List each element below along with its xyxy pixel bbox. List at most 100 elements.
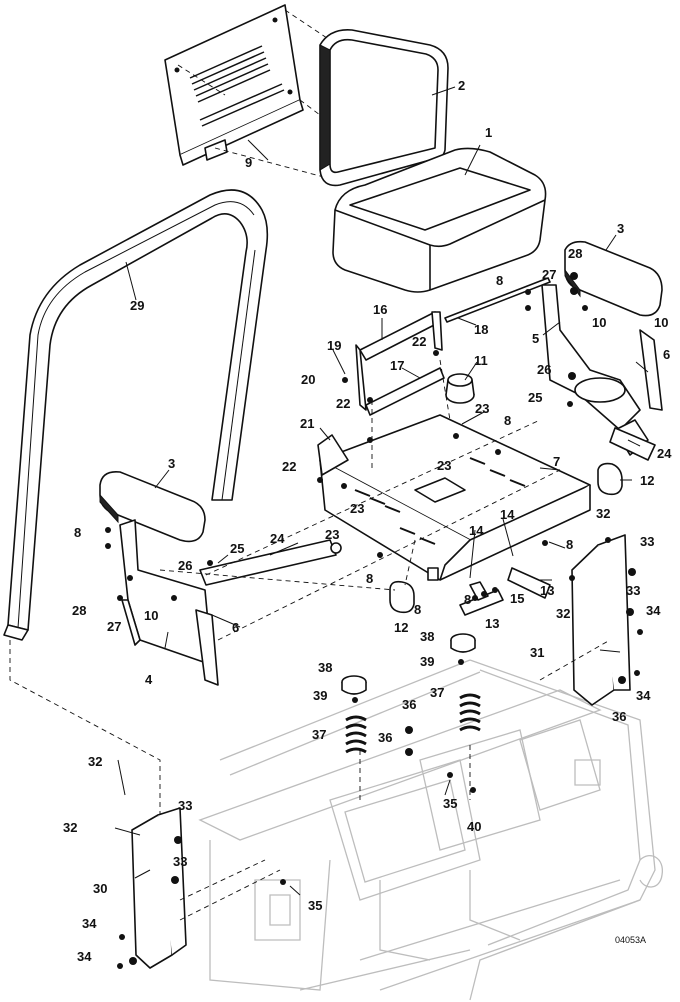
armrest-left <box>99 470 206 543</box>
rubber-mounts <box>389 462 623 614</box>
callout-23: 23 <box>350 501 364 516</box>
callout-8: 8 <box>566 537 573 552</box>
callout-37: 37 <box>430 685 444 700</box>
callout-32: 32 <box>556 606 570 621</box>
callout-25: 25 <box>230 541 244 556</box>
callout-26: 26 <box>537 362 551 377</box>
drawing-number: 04053A <box>615 935 646 945</box>
callout-14: 14 <box>500 507 515 522</box>
callout-33: 33 <box>173 854 187 869</box>
hinge-bracket-left <box>131 807 187 969</box>
suspension-springs <box>341 633 481 754</box>
left-arm-bracket <box>119 519 219 686</box>
gas-spring-right <box>609 427 656 461</box>
callout-6: 6 <box>663 347 670 362</box>
callout-35: 35 <box>443 796 457 811</box>
seat-cushion <box>332 147 547 293</box>
callout-20: 20 <box>301 372 315 387</box>
callout-16: 16 <box>373 302 387 317</box>
callout-8: 8 <box>366 571 373 586</box>
callout-25: 25 <box>528 390 542 405</box>
callout-36: 36 <box>402 697 416 712</box>
callout-3: 3 <box>617 221 624 236</box>
callout-23: 23 <box>475 401 489 416</box>
callout-13: 13 <box>485 616 499 631</box>
callout-24: 24 <box>657 446 672 461</box>
callout-24: 24 <box>270 531 285 546</box>
callout-34: 34 <box>646 603 661 618</box>
callout-15: 15 <box>510 591 524 606</box>
callout-31: 31 <box>530 645 544 660</box>
callout-10: 10 <box>592 315 606 330</box>
rear-panel <box>164 4 304 166</box>
callout-8: 8 <box>464 592 471 607</box>
callout-9: 9 <box>245 155 252 170</box>
callout-22: 22 <box>336 396 350 411</box>
callout-11: 11 <box>474 353 488 368</box>
callout-10: 10 <box>654 315 668 330</box>
callout-34: 34 <box>82 916 97 931</box>
hardware-fasteners <box>105 272 643 969</box>
callout-37: 37 <box>312 727 326 742</box>
callout-27: 27 <box>542 267 556 282</box>
callout-33: 33 <box>178 798 192 813</box>
backrest-cushion <box>319 28 449 187</box>
callout-26: 26 <box>178 558 192 573</box>
callout-28: 28 <box>568 246 582 261</box>
callout-34: 34 <box>636 688 651 703</box>
roll-bar <box>3 189 269 641</box>
callout-2: 2 <box>458 78 465 93</box>
callout-14: 14 <box>469 523 484 538</box>
callout-40: 40 <box>467 819 481 834</box>
callout-39: 39 <box>420 654 434 669</box>
adjustment-knob <box>445 373 475 404</box>
mount-tubes <box>459 567 551 616</box>
gas-spring-left <box>199 539 342 586</box>
callout-35: 35 <box>308 898 322 913</box>
callout-5: 5 <box>532 331 539 346</box>
callout-17: 17 <box>390 358 404 373</box>
callout-1: 1 <box>485 125 492 140</box>
callout-32: 32 <box>88 754 102 769</box>
callout-29: 29 <box>130 298 144 313</box>
callout-21: 21 <box>300 416 314 431</box>
callout-6: 6 <box>232 620 239 635</box>
callout-7: 7 <box>553 454 560 469</box>
callout-18: 18 <box>474 322 488 337</box>
callout-27: 27 <box>107 619 121 634</box>
callout-38: 38 <box>420 629 434 644</box>
callout-23: 23 <box>325 527 339 542</box>
callout-36: 36 <box>612 709 626 724</box>
seat-slide-rails <box>317 277 551 476</box>
callout-38: 38 <box>318 660 332 675</box>
callout-8: 8 <box>74 525 81 540</box>
callout-12: 12 <box>640 473 654 488</box>
callout-36: 36 <box>378 730 392 745</box>
callout-33: 33 <box>640 534 654 549</box>
callout-30: 30 <box>93 881 107 896</box>
hinge-bracket-right <box>571 534 631 706</box>
callout-13: 13 <box>540 583 554 598</box>
callout-8: 8 <box>496 273 503 288</box>
callout-19: 19 <box>327 338 341 353</box>
callout-22: 22 <box>412 334 426 349</box>
callout-3: 3 <box>168 456 175 471</box>
callout-8: 8 <box>414 602 421 617</box>
mower-frame-outline <box>198 659 663 1001</box>
callout-34: 34 <box>77 949 92 964</box>
assembly-lines <box>9 359 611 921</box>
callout-32: 32 <box>596 506 610 521</box>
callout-10: 10 <box>144 608 158 623</box>
callout-39: 39 <box>313 688 327 703</box>
seat-pan <box>319 414 591 581</box>
callout-12: 12 <box>394 620 408 635</box>
leader-lines <box>114 86 649 896</box>
callout-4: 4 <box>145 672 153 687</box>
callout-33: 33 <box>626 583 640 598</box>
callout-23: 23 <box>437 458 451 473</box>
callout-32: 32 <box>63 820 77 835</box>
callout-22: 22 <box>282 459 296 474</box>
callout-8: 8 <box>504 413 511 428</box>
